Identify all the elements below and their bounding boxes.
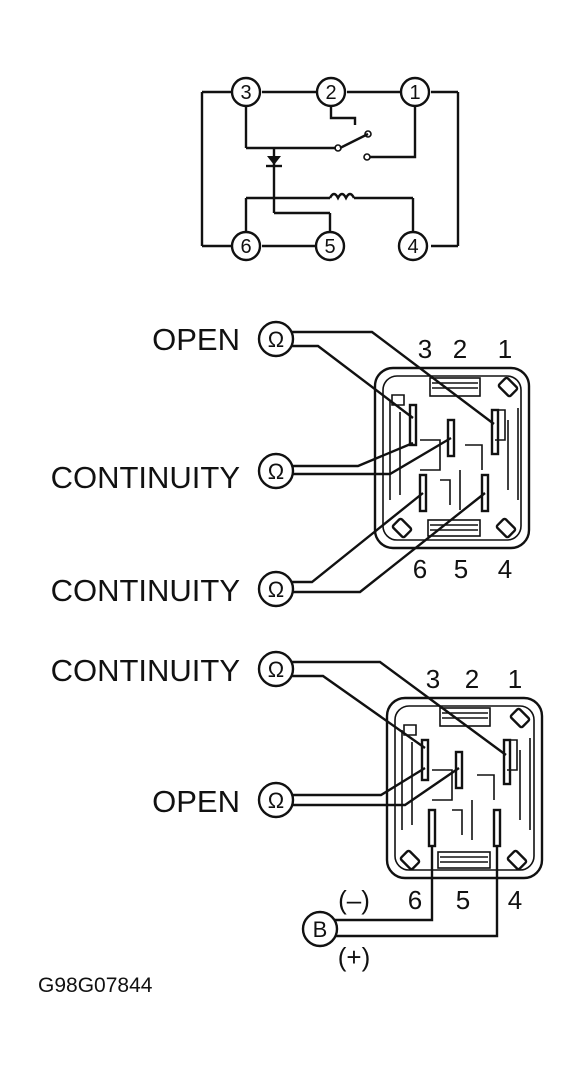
test2-continuity-label: CONTINUITY	[51, 653, 240, 688]
test2-pin-5: 5	[456, 885, 470, 915]
test1-pin-6: 6	[413, 554, 427, 584]
test1-pin-3: 3	[418, 334, 432, 364]
ohmmeter-open-icon: Ω	[257, 320, 295, 358]
svg-text:Ω: Ω	[268, 327, 284, 352]
test2-pin-2: 2	[465, 664, 479, 694]
test1-open-label: OPEN	[152, 322, 240, 357]
svg-text:Ω: Ω	[268, 577, 284, 602]
test1-continuity-b-label: CONTINUITY	[51, 573, 240, 608]
test2-pin-3: 3	[426, 664, 440, 694]
test2-pin-6: 6	[408, 885, 422, 915]
test-2-battery-applied: Ω Ω B CONTINUITY OPEN 3 2 1 6 5 4 (–) (+…	[51, 650, 544, 972]
relay-body-2	[385, 696, 544, 880]
figure-code: G98G07844	[38, 974, 153, 997]
schematic-terminal-1: 1	[409, 82, 420, 104]
test-1-no-power: Ω Ω Ω OPEN CONTINUITY CONTINUITY 3 2 1 6…	[51, 320, 531, 608]
ohmmeter-open-icon-2: Ω	[257, 781, 295, 819]
relay-schematic: 3 2 1 6 5 4	[200, 76, 460, 262]
test2-open-label: OPEN	[152, 784, 240, 819]
test1-continuity-a-label: CONTINUITY	[51, 460, 240, 495]
schematic-terminal-3: 3	[240, 82, 251, 104]
test1-pin-2: 2	[453, 334, 467, 364]
svg-text:Ω: Ω	[268, 657, 284, 682]
test2-pin-1: 1	[508, 664, 522, 694]
ohmmeter-continuity-icon: Ω	[257, 650, 295, 688]
battery-icon: B	[301, 910, 339, 948]
test1-pin-5: 5	[454, 554, 468, 584]
schematic-terminal-6: 6	[240, 236, 251, 258]
schematic-terminal-4: 4	[407, 236, 418, 258]
svg-text:Ω: Ω	[268, 788, 284, 813]
negative-label: (–)	[338, 885, 370, 915]
schematic-terminal-2: 2	[325, 82, 336, 104]
positive-label: (+)	[338, 942, 371, 972]
ohmmeter-continuity-b-icon: Ω	[257, 570, 295, 608]
svg-text:B: B	[313, 917, 328, 942]
test1-pin-1: 1	[498, 334, 512, 364]
test2-pin-4: 4	[508, 885, 522, 915]
svg-text:Ω: Ω	[268, 459, 284, 484]
ohmmeter-continuity-a-icon: Ω	[257, 452, 295, 490]
schematic-terminal-5: 5	[324, 236, 335, 258]
test1-pin-4: 4	[498, 554, 512, 584]
